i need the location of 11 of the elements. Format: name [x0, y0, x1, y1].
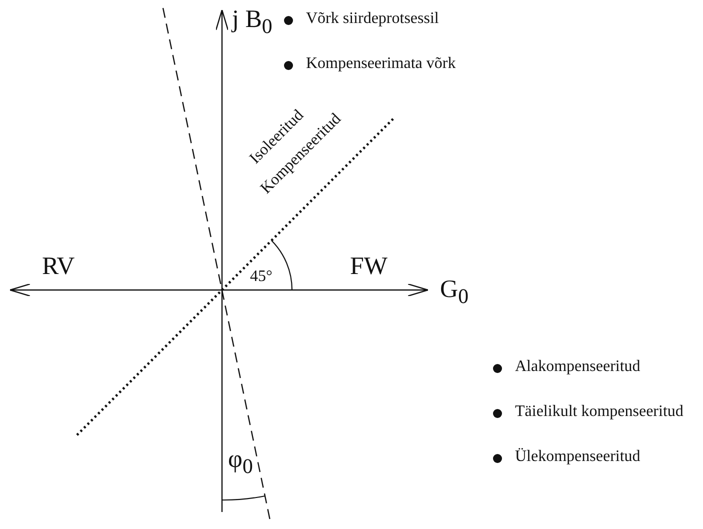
angle-label: 45° — [250, 268, 272, 286]
axis-label: RV — [42, 253, 75, 280]
axis-label: FW — [350, 253, 388, 280]
bullet-text: Ülekompenseeritud — [515, 448, 640, 466]
angle-label: φ$_{0}$ — [228, 446, 253, 478]
bullet-text: Võrk siirdeprotsessil — [306, 10, 439, 28]
bullet-text: Kompenseerimata võrk — [306, 55, 456, 73]
bullet-text: Täielikult kompenseeritud — [515, 403, 684, 421]
axis-label: G$_{0}$ — [440, 276, 468, 308]
axis-label: j B$_{0}$ — [232, 6, 272, 38]
bullet-text: Alakompenseeritud — [515, 358, 640, 376]
